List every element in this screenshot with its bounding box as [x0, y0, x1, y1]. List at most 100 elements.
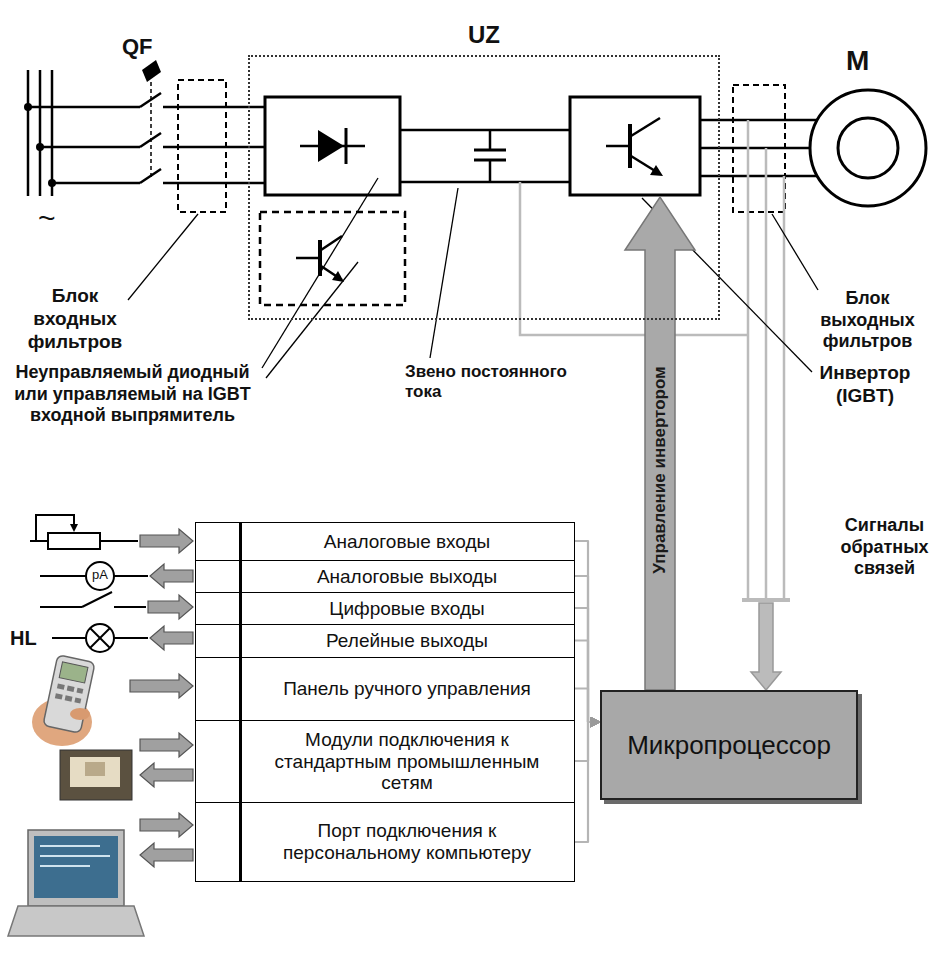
panel-divider [239, 625, 242, 657]
interface-label: Цифровые входы [329, 598, 484, 620]
inverter-block [628, 124, 632, 168]
connector [575, 576, 600, 722]
wire [700, 175, 817, 178]
interface-label: Аналоговые выходы [317, 566, 497, 588]
lamp-label: HL [10, 626, 50, 650]
junction-dot [36, 143, 44, 151]
network-module-picture [85, 762, 105, 776]
laptop-picture [34, 836, 118, 898]
block-arrow [148, 595, 193, 619]
potentiometer-symbol [48, 533, 100, 549]
feedback-line [520, 182, 748, 335]
capacitor-symbol [489, 130, 492, 150]
panel-divider [239, 561, 242, 592]
handheld-panel-picture [70, 708, 90, 720]
inverter-block [570, 97, 700, 195]
interface-row: Аналоговые входы [195, 522, 575, 560]
filter-box [178, 80, 226, 212]
motor-symbol [838, 118, 898, 178]
igbt-rectifier-option [332, 271, 344, 282]
block-arrow [130, 674, 193, 698]
interface-label: Панель ручного управления [283, 678, 531, 700]
ammeter-symbol [40, 575, 86, 577]
wire [700, 147, 810, 150]
breaker-symbol [140, 60, 161, 183]
handheld-panel-picture [57, 683, 65, 689]
callout-label: Сигналы обратных связей [832, 515, 937, 580]
handheld-panel-picture [43, 655, 95, 733]
ammeter-symbol [114, 575, 148, 577]
filter-box [178, 80, 785, 212]
lamp-symbol [52, 637, 86, 639]
callout-label: Инвертор (IGBT) [800, 362, 930, 408]
potentiometer-symbol [100, 540, 138, 542]
connector [575, 608, 600, 722]
rectifier-block [318, 130, 344, 162]
handheld-panel-picture [43, 655, 95, 733]
laptop-picture [40, 855, 110, 857]
connector [575, 722, 600, 842]
rectifier-block [265, 97, 400, 195]
rectifier-block [265, 97, 400, 195]
mains-bus [39, 70, 42, 196]
potentiometer-symbol [30, 540, 48, 542]
arrow-label: Управление инвертором [649, 355, 671, 585]
leader-line [262, 178, 378, 368]
panel-divider [239, 593, 242, 624]
block-arrow [140, 733, 193, 757]
lamp-symbol [90, 628, 110, 648]
laptop-picture [8, 830, 144, 936]
handheld-panel-picture [32, 655, 95, 746]
feedback-line [742, 598, 790, 602]
callout-label: Неуправляемый диодный или управляемый на… [10, 362, 255, 427]
handheld-panel-picture [67, 686, 75, 692]
laptop-picture [28, 830, 124, 906]
callout-label: Блок выходных фильтров [800, 288, 935, 353]
network-module-picture [60, 750, 132, 800]
mains-bus [28, 70, 140, 196]
block-arrow [140, 763, 193, 787]
wire [700, 119, 817, 122]
switch-symbol [40, 606, 82, 608]
lamp-symbol [52, 624, 148, 652]
motor-label: M [846, 44, 886, 78]
potentiometer-symbol [70, 524, 78, 532]
panel-divider [239, 721, 242, 802]
igbt-rectifier-option [296, 257, 318, 260]
interface-row: Модули подключения к стандартным промышл… [195, 720, 575, 802]
handheld-panel-picture [55, 693, 63, 699]
potentiometer-symbol [30, 515, 138, 549]
interface-row: Релейные выходы [195, 624, 575, 657]
inverter-block [650, 165, 663, 176]
converter-enclosure: UZ [248, 55, 720, 320]
block-arrow [140, 843, 193, 867]
interface-row: Панель ручного управления [195, 657, 575, 720]
handheld-panel-picture [74, 697, 81, 703]
enclosure-title: UZ [250, 21, 718, 49]
inverter-block [631, 118, 660, 136]
igbt-rectifier-option [260, 212, 405, 305]
feedback-line [747, 120, 750, 600]
laptop-picture [8, 906, 144, 936]
motor-symbol [810, 90, 926, 206]
igbt-rectifier-option [260, 212, 405, 305]
block-arrow [150, 564, 193, 588]
ac-symbol: ~ [38, 200, 68, 236]
processor-box: Микропроцессор [600, 690, 858, 800]
interface-label: Порт подключения к персональному компьют… [248, 820, 566, 864]
breaker-symbol [150, 82, 152, 178]
junction-dot [24, 103, 32, 111]
capacitor-symbol [474, 149, 506, 152]
handheld-panel-picture [65, 695, 73, 701]
connector [575, 541, 600, 722]
switch-symbol [114, 606, 146, 608]
ammeter-symbol [40, 562, 148, 590]
leader-line [128, 214, 198, 300]
mains-bus [51, 70, 54, 196]
switch-symbol [82, 592, 112, 607]
connector [575, 689, 600, 723]
interface-label: Релейные выходы [326, 630, 488, 652]
panel-divider [239, 523, 242, 560]
interface-label: Аналоговые входы [324, 531, 491, 553]
